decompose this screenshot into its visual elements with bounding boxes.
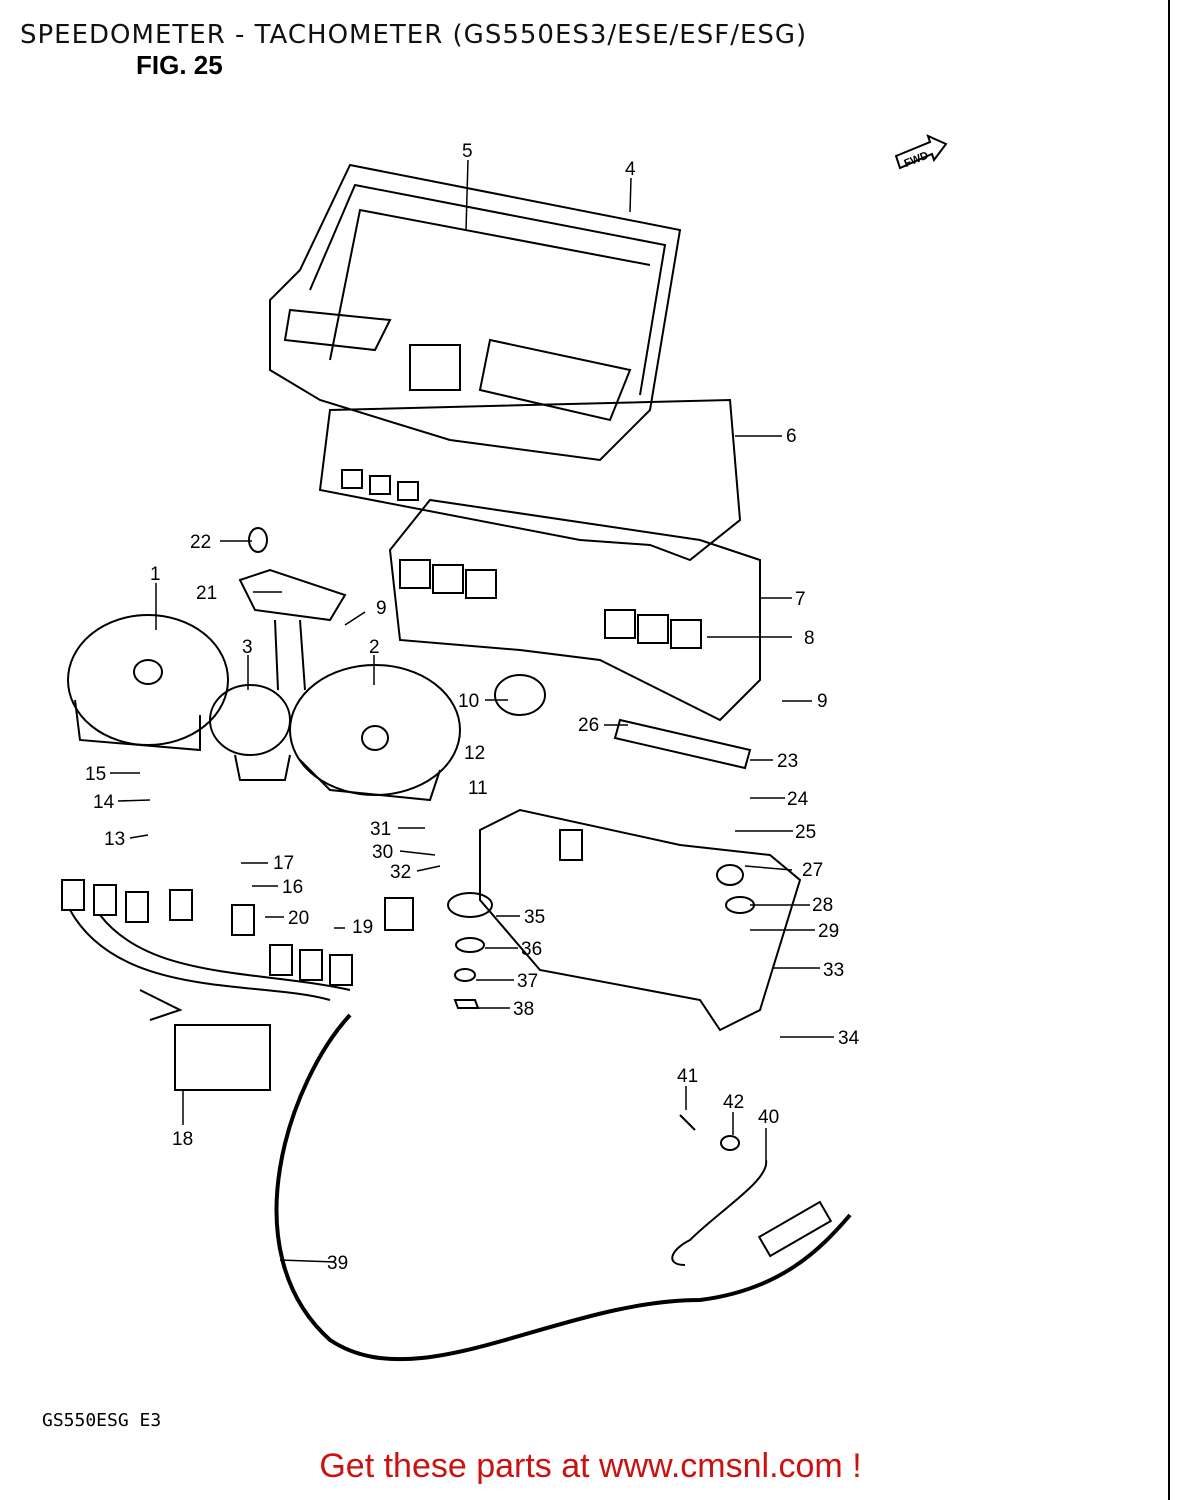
meter-case-lower: [388, 498, 761, 722]
diagram-title: SPEEDOMETER - TACHOMETER (GS550ES3/ESE/E…: [20, 20, 808, 50]
callout-1: 1: [150, 564, 161, 585]
callout-41: 41: [677, 1066, 698, 1087]
meter-gasket: [318, 398, 742, 562]
callout-5: 5: [462, 141, 473, 162]
meter-case-upper: [269, 163, 682, 462]
cable-clamp: [671, 1159, 768, 1266]
callout-26: 26: [578, 715, 599, 736]
callout-7: 7: [795, 589, 806, 610]
callout-29: 29: [818, 921, 839, 942]
callout-13: 13: [104, 829, 125, 850]
reinforcement-plate: [613, 718, 752, 770]
callout-15: 15: [85, 764, 106, 785]
meter-bracket: [479, 808, 802, 1032]
callout-labels: 1 2 3 4 5 6 7 8 9 9 10 11 12 13 14 15 16…: [85, 141, 860, 1274]
callout-14: 14: [93, 792, 115, 813]
parts-link[interactable]: Get these parts at www.cmsnl.com !: [319, 1447, 862, 1485]
callout-28: 28: [812, 895, 833, 916]
callout-21: 21: [196, 583, 217, 604]
callout-38: 38: [513, 999, 534, 1020]
speedometer-cable: [274, 1013, 852, 1362]
speedometer: [67, 614, 229, 752]
figure-number: FIG. 25: [136, 50, 223, 80]
bulb-socket-plate: [238, 568, 347, 691]
callout-42: 42: [723, 1092, 744, 1113]
callout-12: 12: [464, 743, 485, 764]
callout-39: 39: [327, 1253, 348, 1274]
callout-25: 25: [795, 822, 816, 843]
callout-34: 34: [838, 1028, 860, 1049]
fuel-gauge: [209, 684, 291, 781]
callout-2: 2: [369, 637, 380, 658]
callout-24: 24: [787, 789, 809, 810]
callout-8: 8: [804, 628, 815, 649]
small-hardware: [248, 527, 755, 1151]
callout-30: 30: [372, 842, 393, 863]
callout-37: 37: [517, 971, 538, 992]
page-border: [1168, 0, 1170, 1500]
leader-lines: [110, 159, 834, 1263]
callout-33: 33: [823, 960, 844, 981]
callout-16: 16: [282, 877, 303, 898]
callout-11: 11: [468, 778, 488, 799]
callout-32: 32: [390, 862, 411, 883]
callout-3: 3: [242, 637, 253, 658]
callout-6: 6: [786, 426, 797, 447]
tachometer: [289, 664, 461, 802]
callout-36: 36: [521, 939, 542, 960]
fwd-arrow-icon: FWD: [894, 134, 948, 170]
callout-40: 40: [758, 1107, 779, 1128]
callout-10: 10: [458, 691, 479, 712]
callout-31: 31: [370, 819, 391, 840]
callout-19: 19: [352, 917, 373, 938]
callout-22: 22: [190, 532, 211, 553]
callout-27: 27: [802, 860, 823, 881]
callout-4: 4: [625, 159, 636, 180]
callout-35: 35: [524, 907, 545, 928]
model-code: GS550ESG E3: [42, 1410, 162, 1431]
callout-9b: 9: [817, 691, 828, 712]
wiring-harness: [61, 879, 414, 1091]
callout-9a: 9: [376, 598, 387, 619]
callout-23: 23: [777, 751, 798, 772]
callout-18: 18: [172, 1129, 193, 1150]
callout-20: 20: [288, 908, 309, 929]
callout-17: 17: [273, 853, 294, 874]
